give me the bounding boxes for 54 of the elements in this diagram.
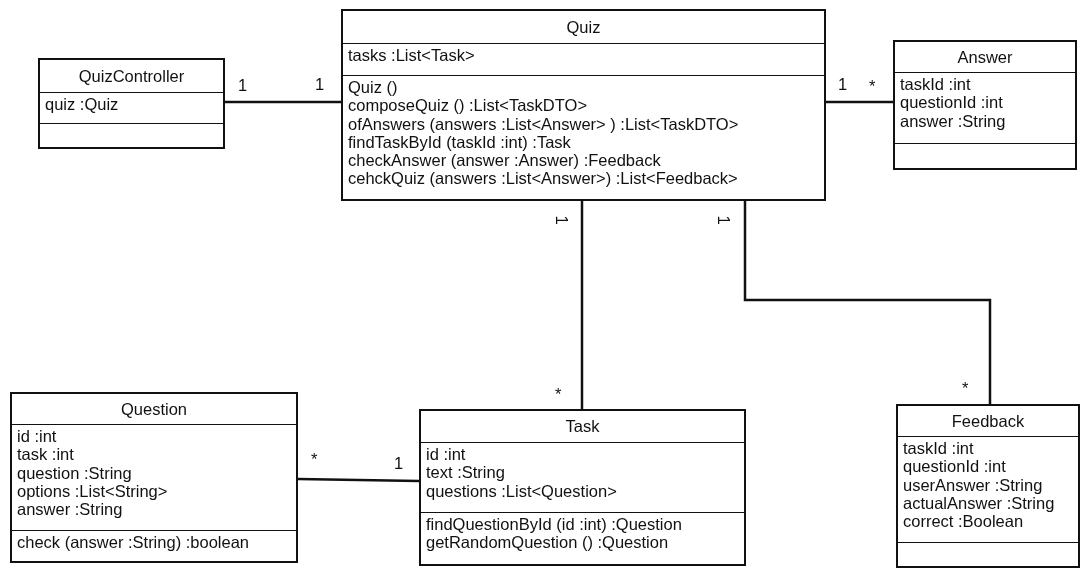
multiplicity-label: 1	[552, 215, 571, 225]
attribute-text: answer :String	[17, 500, 124, 519]
class-name: QuizController	[78, 66, 185, 86]
attribute-text: task :int	[17, 445, 75, 464]
class-name: Feedback	[951, 411, 1025, 431]
attribute-text: taskId :int	[900, 75, 972, 94]
association-line	[297, 477, 420, 483]
multiplicity-label: 1	[714, 215, 733, 225]
class-name: Task	[565, 417, 600, 436]
multiplicity-label: 1	[838, 75, 848, 93]
association-line	[826, 100, 893, 104]
method-text: getRandomQuestion () :Question	[426, 533, 670, 552]
class-box	[419, 409, 746, 566]
attribute-text: answer :String	[900, 111, 1007, 130]
attribute-text: quiz :Quiz	[45, 95, 120, 114]
association-line	[225, 100, 341, 104]
class-box	[893, 40, 1077, 170]
method-text: ofAnswers (answers :List<Answer> ) :List<TaskDTO>	[348, 114, 740, 133]
method-text: findQuestionById (id :int) :Question	[426, 515, 683, 534]
method-text: check (answer :String) :boolean	[17, 533, 251, 552]
attribute-text: userAnswer :String	[903, 475, 1044, 494]
multiplicity-label: 1	[394, 454, 404, 472]
class-box	[896, 404, 1080, 568]
class-box	[10, 392, 298, 563]
multiplicity-label: *	[869, 77, 876, 95]
attribute-text: questionId :int	[903, 457, 1007, 476]
attribute-text: id :int	[426, 445, 467, 464]
class-box	[341, 9, 826, 201]
method-text: checkAnswer (answer :Answer) :Feedback	[348, 151, 662, 170]
attribute-text: taskId :int	[903, 439, 975, 458]
attribute-text: tasks :List<Task>	[348, 46, 476, 65]
attribute-text: options :List<String>	[17, 481, 169, 501]
attribute-text: actualAnswer :String	[903, 493, 1056, 513]
attribute-text: questions :List<Question>	[426, 481, 618, 500]
method-text: findTaskById (taskId :int) :Task	[348, 132, 572, 152]
multiplicity-label: *	[962, 379, 969, 397]
multiplicity-label: *	[555, 385, 562, 403]
multiplicity-label: *	[311, 450, 318, 468]
method-text: Quiz ()	[348, 78, 399, 97]
class-name: Quiz	[566, 17, 601, 37]
class-name: Question	[120, 399, 187, 419]
attribute-text: question :String	[17, 463, 133, 482]
attribute-text: correct :Boolean	[903, 512, 1025, 531]
method-text: composeQuiz () :List<TaskDTO>	[348, 96, 589, 115]
class-name: Answer	[957, 47, 1013, 67]
association-line	[580, 201, 584, 409]
attribute-text: text :String	[426, 463, 506, 482]
association-line	[743, 201, 992, 404]
attribute-text: id :int	[17, 427, 58, 446]
multiplicity-label: 1	[238, 76, 248, 94]
class-box	[38, 58, 225, 149]
attribute-text: questionId :int	[900, 93, 1004, 112]
method-text: cehckQuiz (answers :List<Answer>) :List<Feedback>	[348, 169, 739, 188]
multiplicity-label: 1	[315, 75, 325, 93]
